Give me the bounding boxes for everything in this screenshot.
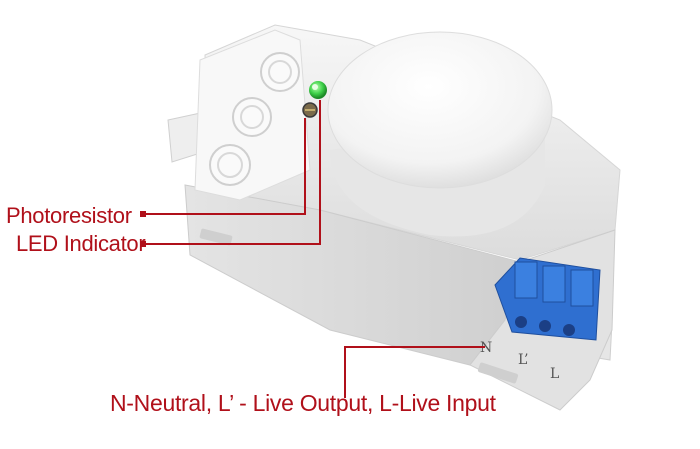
led-leader-end: [140, 241, 146, 247]
terminal-description-label: N-Neutral, L’ - Live Output, L-Live Inpu…: [110, 390, 496, 416]
terminal-screw-n: [515, 316, 527, 328]
terminal-mark-n: N: [480, 340, 492, 356]
terminal-block: [494, 257, 601, 341]
bottom-slot: [477, 362, 519, 384]
photoresistor-label: Photoresistor: [6, 203, 132, 228]
photoresistor-icon: [302, 102, 318, 118]
terminal-mark-l: L: [550, 366, 559, 382]
adjust-knob-3: [209, 144, 251, 186]
sensor-dome: [327, 31, 553, 237]
terminal-mark-l-prime: L’: [518, 352, 528, 368]
photoresistor-leader: [143, 118, 306, 215]
photoresistor-leader-end: [140, 211, 146, 217]
front-slot: [199, 228, 233, 246]
adjust-knob-1: [260, 52, 300, 92]
led-leader: [143, 100, 321, 245]
terminals-leader: [344, 346, 485, 398]
led-indicator-icon: [309, 81, 327, 99]
led-indicator-label: LED Indicator: [16, 231, 146, 256]
terminal-screw-l: [563, 324, 575, 336]
adjust-knob-2: [232, 97, 272, 137]
terminal-screw-l-prime: [539, 320, 551, 332]
